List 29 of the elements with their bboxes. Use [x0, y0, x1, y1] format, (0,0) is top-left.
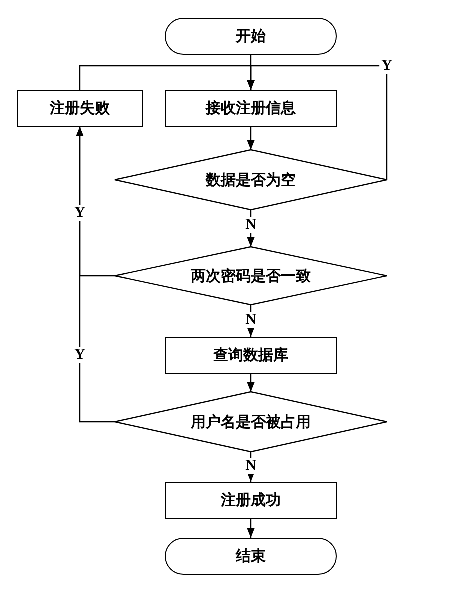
- edge-label: N: [244, 458, 258, 474]
- arrow: [247, 374, 255, 392]
- process-box: [165, 482, 337, 519]
- node-text: 查询数据库: [214, 346, 288, 365]
- node-text: 注册失败: [50, 99, 110, 118]
- terminal-box: [165, 18, 337, 55]
- process-box: [17, 90, 143, 127]
- node-text: 注册成功: [221, 491, 281, 510]
- decision-diamond: [115, 392, 387, 452]
- node-text: 数据是否为空: [206, 171, 296, 190]
- edge-label: Y: [72, 347, 88, 363]
- arrow: [247, 519, 255, 538]
- edge-label: Y: [380, 58, 394, 74]
- arrow: [247, 127, 255, 150]
- process-box: [165, 90, 337, 127]
- node-text: 结束: [236, 547, 266, 566]
- edge-label: N: [244, 312, 258, 328]
- decision-diamond: [115, 150, 387, 210]
- process-box: [165, 337, 337, 374]
- terminal-box: [165, 538, 337, 575]
- edge-label: Y: [72, 205, 88, 221]
- node-text: 两次密码是否一致: [191, 267, 311, 286]
- edge-label: N: [244, 217, 258, 233]
- node-text: 接收注册信息: [206, 99, 296, 118]
- arrow: [76, 127, 115, 423]
- node-text: 开始: [236, 28, 266, 46]
- decision-diamond: [115, 247, 387, 305]
- arrow: [247, 65, 388, 180]
- node-text: 用户名是否被占用: [191, 413, 311, 432]
